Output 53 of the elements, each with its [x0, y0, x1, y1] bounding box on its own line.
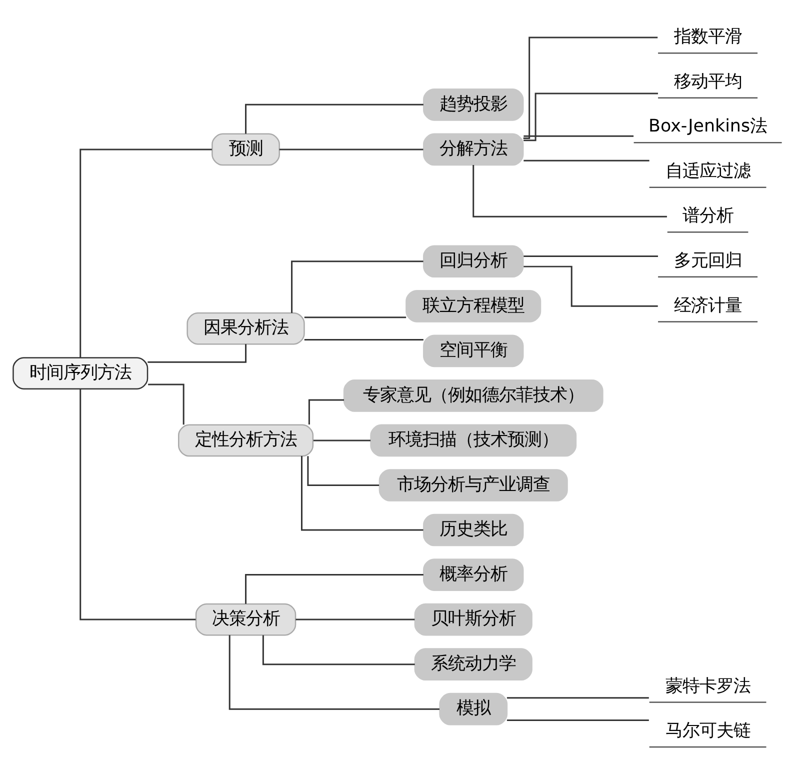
node-box: 模拟 [439, 692, 508, 726]
node-box: 空间平衡 [423, 334, 524, 368]
connector [308, 399, 344, 424]
connector [228, 635, 440, 710]
connector [506, 720, 649, 722]
node-box: 专家意见（例如德尔菲技术） [343, 380, 604, 412]
connector [291, 260, 424, 313]
node-box: 历史类比 [423, 514, 524, 546]
connector [148, 384, 184, 425]
node-text: 蒙特卡罗法 [665, 676, 750, 696]
connector [524, 266, 658, 307]
connector [262, 635, 415, 666]
node-text: 自适应过滤 [665, 161, 750, 182]
connector [80, 389, 196, 620]
node-box: 预测 [212, 133, 280, 166]
node-box: 因果分析法 [186, 312, 305, 345]
connector [245, 104, 424, 134]
connector [279, 148, 424, 150]
connector [506, 697, 649, 699]
connector [523, 36, 658, 139]
node-box: 系统动力学 [414, 648, 532, 680]
connector [304, 338, 424, 340]
node-text: 移动平均 [674, 72, 742, 92]
node-text: 经济计量 [674, 296, 742, 316]
node-box: 回归分析 [423, 245, 524, 278]
connector [524, 255, 658, 257]
node-box: 概率分析 [423, 558, 524, 591]
connector [524, 135, 634, 137]
node-box: 时间序列方法 [12, 357, 148, 390]
connector [304, 316, 406, 318]
node-box: 决策分析 [195, 603, 296, 636]
node-text: 谱分析 [682, 206, 734, 226]
connector [80, 148, 212, 358]
connector [524, 92, 658, 142]
connector [472, 165, 667, 218]
node-box: 定性分析方法 [178, 424, 314, 457]
connector [296, 618, 415, 620]
node-box: 联立方程模型 [406, 290, 542, 322]
node-text: 马尔可夫链 [665, 721, 750, 742]
node-text: 指数平滑 [674, 27, 742, 48]
node-text: 多元回归 [674, 250, 742, 271]
node-box: 市场分析与产业调查 [378, 469, 568, 502]
connector [307, 456, 380, 486]
node-box: 趋势投影 [423, 88, 524, 121]
connector [245, 574, 424, 604]
node-box: 环境扫描（技术预测） [370, 424, 577, 457]
node-box: 贝叶斯分析 [414, 603, 532, 636]
node-text: Box-Jenkins法 [648, 116, 768, 137]
connector [313, 440, 371, 442]
node-box: 分解方法 [423, 133, 524, 166]
connector [148, 344, 247, 363]
connector [524, 160, 650, 162]
connector [301, 456, 424, 531]
